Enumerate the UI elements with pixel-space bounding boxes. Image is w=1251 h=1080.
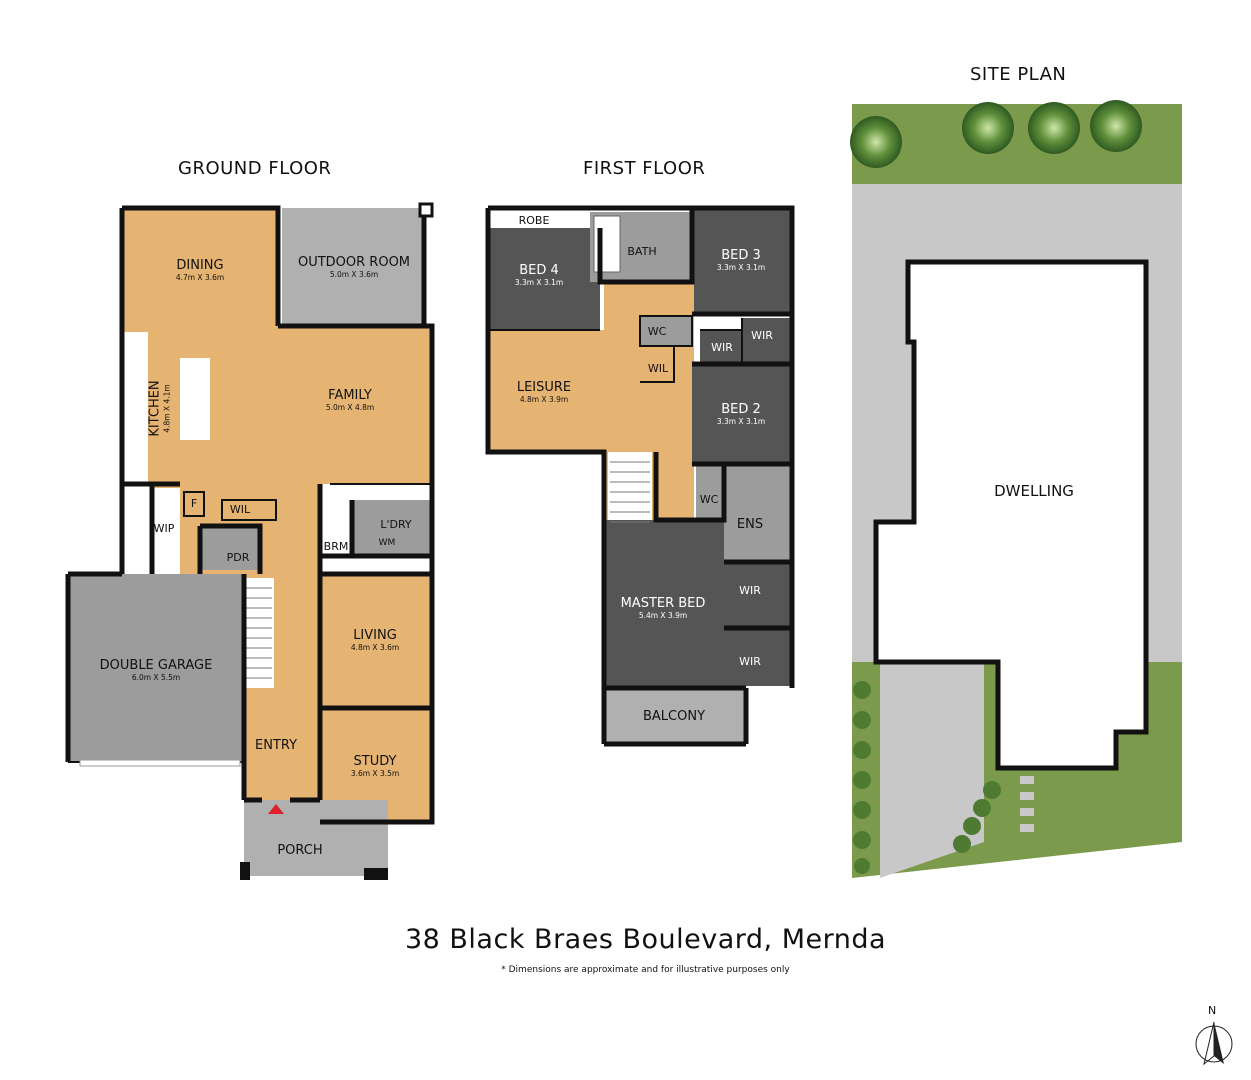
upper-stairs (610, 461, 650, 523)
wil-fill (640, 346, 674, 382)
wir-bed2-fill (700, 330, 742, 364)
master-fill (604, 520, 724, 686)
wc-lower-fill (696, 464, 726, 518)
heading-site-plan: SITE PLAN (970, 64, 1067, 85)
site-driveway (880, 662, 984, 878)
kitchen-bench-fill (122, 332, 148, 484)
robe-fill (506, 212, 562, 228)
balcony-fill (604, 688, 746, 744)
laundry-fill (352, 500, 430, 556)
entry-marker (268, 804, 284, 814)
first-floor-plan (485, 205, 795, 747)
heading-ground-floor: GROUND FLOOR (178, 158, 332, 179)
palm-trees (850, 100, 1142, 168)
stairs-fill (244, 578, 274, 688)
kitchen-family-fill (122, 326, 430, 484)
living-fill (320, 574, 430, 708)
property-address: 38 Black Braes Boulevard, Mernda (404, 924, 887, 955)
dining-fill (122, 208, 278, 326)
wc-upper-fill (640, 316, 692, 346)
garage-door (79, 759, 241, 767)
first-walls (485, 205, 795, 747)
heading-first-floor: FIRST FLOOR (583, 158, 706, 179)
wir-master-fill (724, 562, 790, 686)
hedge-left (853, 681, 871, 874)
porch-post-right (364, 868, 388, 880)
ens-fill (724, 464, 790, 562)
dwelling-footprint (873, 259, 1149, 771)
site-plan (850, 100, 1182, 878)
kitchen-island-fill (180, 358, 210, 440)
stepping-stones (1020, 776, 1034, 832)
outdoor-room-fill (282, 208, 424, 326)
compass-north-label: N (1208, 1004, 1217, 1017)
compass-icon (1195, 1021, 1233, 1066)
porch-post-left (240, 862, 250, 880)
bed3-fill (692, 208, 790, 314)
ground-floor-plan (65, 202, 435, 880)
pdr-fill (200, 526, 260, 570)
first-thin-walls (490, 315, 743, 383)
wir-bed3-fill (742, 318, 790, 364)
hedge-diagonal (953, 781, 1001, 853)
garage-fill (68, 574, 244, 762)
bed4-fill (490, 228, 600, 330)
bed2-fill (692, 364, 790, 464)
outdoor-post (418, 202, 434, 218)
ground-walls (65, 205, 435, 825)
dimensions-disclaimer: * Dimensions are approximate and for ill… (501, 965, 790, 975)
brm-fill (320, 534, 352, 556)
porch-fill (244, 800, 388, 876)
ground-stairs (246, 587, 272, 679)
